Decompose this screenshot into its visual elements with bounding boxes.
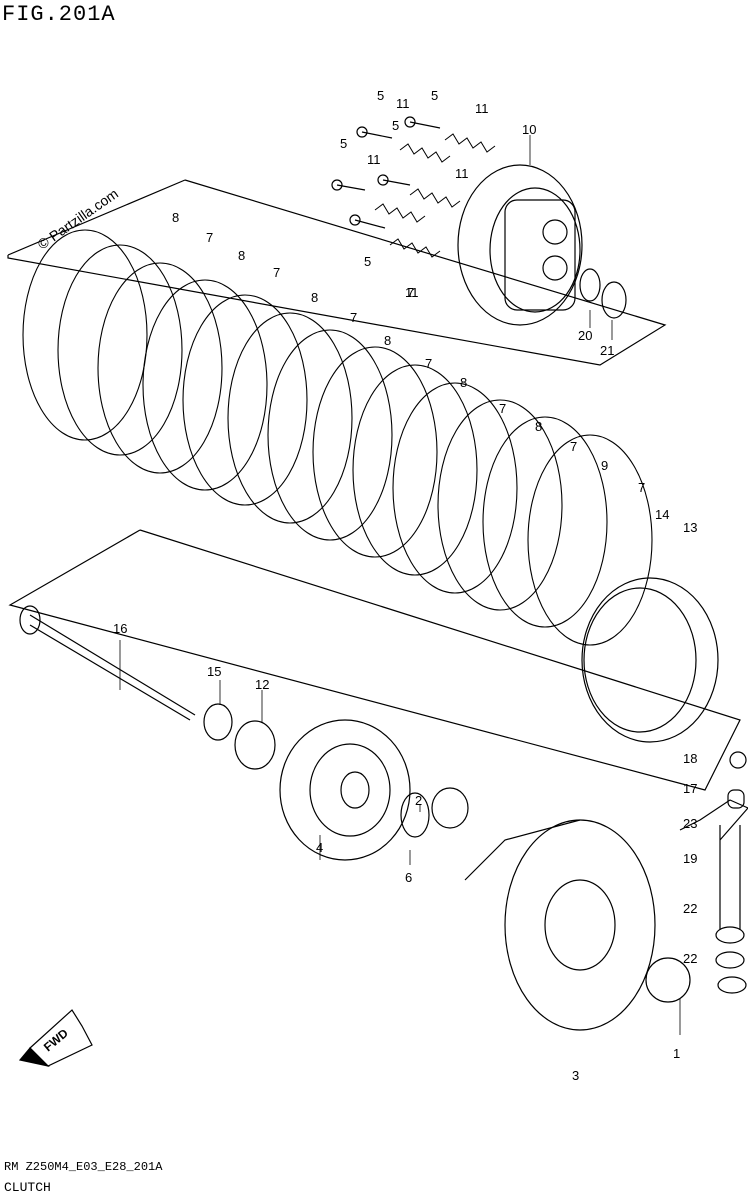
callout-7: 7 [407,285,414,300]
callout-14: 14 [655,507,669,522]
clutch-springs [374,133,496,258]
callout-8: 8 [384,333,391,348]
callout-18: 18 [683,751,697,766]
callout-17: 17 [683,781,697,796]
callout-8: 8 [535,419,542,434]
release-parts [679,751,748,994]
callout-8: 8 [238,248,245,263]
callout-5: 5 [340,136,347,151]
callout-7: 7 [499,401,506,416]
callout-5: 5 [377,88,384,103]
primary-driven-gear [464,819,656,1031]
hub-nut [203,703,233,741]
clutch-bolts [331,116,441,229]
bearing [601,281,627,319]
callout-13: 13 [683,520,697,535]
callout-3: 3 [572,1068,579,1083]
clutch-plates [22,229,653,646]
callout-7: 7 [425,356,432,371]
callout-22: 22 [683,901,697,916]
callout-22: 22 [683,951,697,966]
callout-4: 4 [316,840,323,855]
diagram-code: RM Z250M4_E03_E28_201A [4,1160,163,1174]
callout-11: 11 [367,152,381,167]
diagram-title: CLUTCH [4,1180,51,1195]
callout-5: 5 [392,118,399,133]
callout-7: 7 [350,310,357,325]
watermark: © Partzilla.com [35,185,121,252]
callout-11: 11 [405,285,419,300]
push-rod [19,605,196,721]
callout-5: 5 [364,254,371,269]
callout-8: 8 [460,375,467,390]
spacer [400,792,430,838]
lower-assembly-box [8,529,741,791]
callout-10: 10 [522,122,536,137]
callout-12: 12 [255,677,269,692]
callout-2: 2 [415,793,422,808]
callout-11: 11 [475,101,489,116]
fwd-arrow-icon [18,1009,93,1068]
callout-7: 7 [570,439,577,454]
callout-19: 19 [683,851,697,866]
lock-washer [234,720,276,770]
callout-15: 15 [207,664,221,679]
callout-23: 23 [683,816,697,831]
ring-13 [581,577,719,743]
callout-8: 8 [311,290,318,305]
callout-8: 8 [172,210,179,225]
callout-9: 9 [601,458,608,473]
needle-bearing [431,787,469,829]
pressure-plate [457,164,583,326]
callout-16: 16 [113,621,127,636]
callout-leaders [119,135,681,1035]
callout-7: 7 [638,480,645,495]
callout-11: 11 [396,96,410,111]
figure-label: FIG.201A [2,2,116,27]
callout-6: 6 [405,870,412,885]
callout-20: 20 [578,328,592,343]
callout-1: 1 [673,1046,680,1061]
spacer-1 [645,957,691,1003]
ring-14 [583,587,697,733]
callout-21: 21 [600,343,614,358]
callout-7: 7 [206,230,213,245]
callout-7: 7 [273,265,280,280]
callout-11: 11 [455,166,469,181]
washer [579,268,601,302]
callout-5: 5 [431,88,438,103]
sleeve-hub [279,719,411,861]
